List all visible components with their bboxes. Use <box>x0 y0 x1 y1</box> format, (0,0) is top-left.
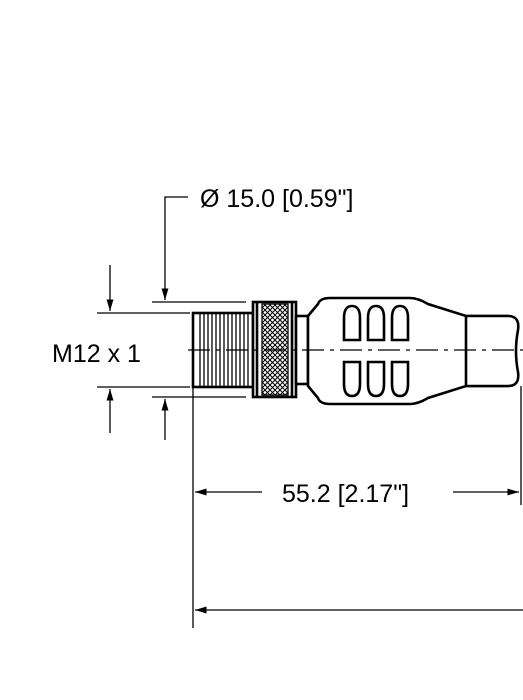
connector-body <box>188 296 523 406</box>
length-dimension: 55.2 [2.17"] <box>192 386 522 628</box>
thread-dimension: M12 x 1 <box>52 265 190 433</box>
diameter-label: Ø 15.0 [0.59"] <box>200 185 353 213</box>
thread-label: M12 x 1 <box>52 340 141 368</box>
diameter-dimension: Ø 15.0 [0.59"] <box>152 185 353 440</box>
length-label: 55.2 [2.17"] <box>282 480 409 508</box>
